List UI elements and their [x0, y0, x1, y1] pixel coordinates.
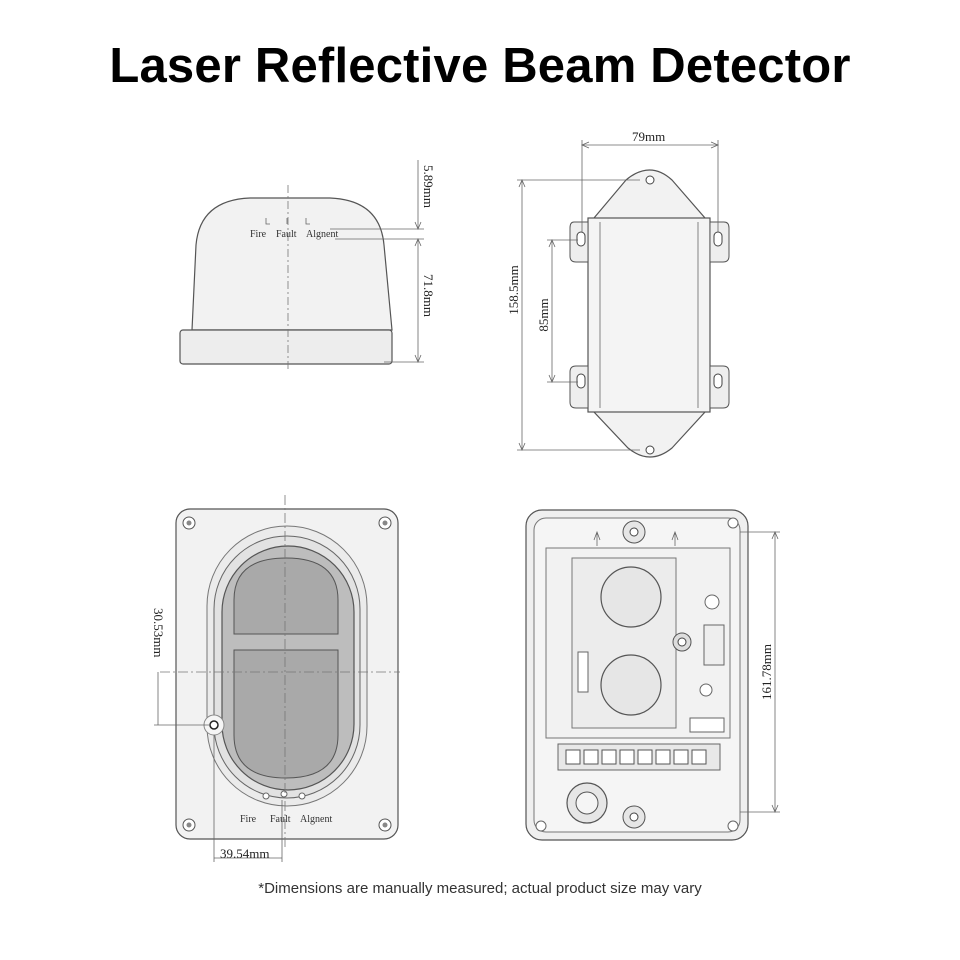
page-title: Laser Reflective Beam Detector [109, 39, 851, 93]
terminal-block [565, 749, 707, 765]
side-label-alignment: Algnent [306, 229, 338, 240]
footnote: *Dimensions are manually measured; actua… [258, 880, 702, 897]
back-view: 79mm 158.5mm 85mm [506, 129, 730, 458]
side-label-fault: Fault [276, 229, 297, 240]
side-label-fire: Fire [250, 229, 267, 240]
dim-width: 79mm [632, 129, 665, 144]
front-label-fire: Fire [240, 814, 257, 825]
dim-height: 158.5mm [506, 265, 521, 314]
dim-inside-height: 161.78mm [759, 644, 774, 700]
front-label-fault: Fault [270, 814, 291, 825]
dim-body-height: 71.8mm [421, 274, 436, 317]
dim-top-thickness: 5.89mm [421, 165, 436, 208]
front-view: Fire Fault Algnent 30.53mm 39.54mm [151, 495, 400, 862]
front-label-alignment: Algnent [300, 814, 332, 825]
dim-vertical-offset: 30.53mm [151, 608, 166, 657]
inside-view: 161.78mm [525, 509, 780, 841]
side-view: Fire Fault Algnent 5.89mm 71.8mm [179, 160, 436, 372]
dim-hole-spacing: 85mm [536, 298, 551, 331]
dim-horizontal-offset: 39.54mm [220, 846, 269, 861]
